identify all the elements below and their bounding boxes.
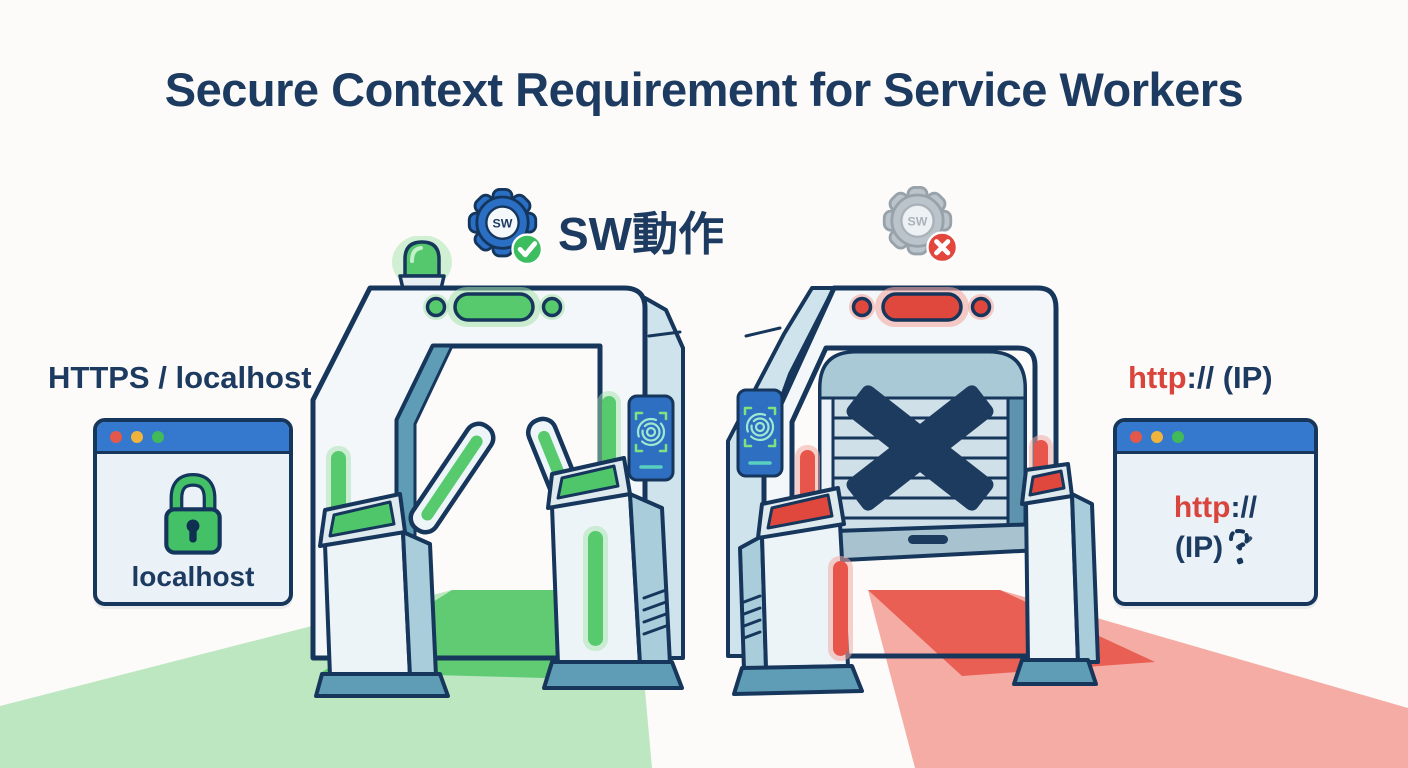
traffic-light-yellow-dot xyxy=(1151,430,1163,443)
browser-titlebar xyxy=(97,422,289,454)
turnstile-right xyxy=(542,456,684,690)
error-badge-icon xyxy=(926,231,959,264)
insecure-url-line1: http:// xyxy=(1174,488,1257,529)
browser-page-text: localhost xyxy=(131,561,255,592)
gear-sw-label: SW xyxy=(908,214,928,228)
turnstile-screen-green xyxy=(556,464,620,500)
insecure-url-line2: (IP) xyxy=(1175,528,1256,569)
page-title: Secure Context Requirement for Service W… xyxy=(164,63,1244,116)
turnstile-screen-red xyxy=(766,493,834,530)
insecure-browser-window: http:// (IP) xyxy=(1113,418,1318,606)
broken-question-icon xyxy=(1229,529,1255,565)
insecure-origin-heading: http:// (IP) xyxy=(1128,360,1273,396)
security-gate-open xyxy=(310,236,685,698)
secure-browser-window: localhost xyxy=(93,418,293,606)
turnstile-right xyxy=(1012,462,1100,686)
barrier-arm-left xyxy=(408,421,496,535)
gear-sw-label: SW xyxy=(493,216,513,230)
heading-rest-text: :// (IP) xyxy=(1186,360,1273,395)
traffic-light-green-dot xyxy=(1172,430,1184,443)
service-worker-gear-disabled-icon: SW xyxy=(882,185,959,264)
service-worker-gear-icon: SW xyxy=(467,187,544,266)
traffic-light-yellow-dot xyxy=(131,430,143,443)
secure-origin-heading: HTTPS / localhost xyxy=(48,360,312,395)
x-mark-icon xyxy=(846,385,994,511)
ip-text: (IP) xyxy=(1174,531,1224,564)
url-rest-text: :// xyxy=(1230,490,1258,524)
http-scheme-text: http xyxy=(1128,360,1187,395)
traffic-light-red-dot xyxy=(1130,430,1142,443)
turnstile-left xyxy=(314,492,450,698)
sw-running-label: SW動作 xyxy=(558,208,725,260)
browser-titlebar xyxy=(1117,422,1314,454)
gate-status-light xyxy=(881,292,963,322)
traffic-light-red-dot xyxy=(110,430,122,443)
fingerprint-scanner-icon xyxy=(736,388,784,478)
turnstile-screen-green xyxy=(328,500,396,538)
check-badge-icon xyxy=(511,233,544,266)
fingerprint-scanner-icon xyxy=(627,394,675,482)
http-scheme-text: http xyxy=(1173,490,1231,524)
security-gate-closed xyxy=(726,285,1100,696)
secure-padlock-icon xyxy=(164,472,222,555)
gate-status-light xyxy=(453,292,535,322)
turnstile-screen-red xyxy=(1028,469,1066,497)
traffic-light-green-dot xyxy=(152,430,164,443)
turnstile-left xyxy=(732,486,864,696)
